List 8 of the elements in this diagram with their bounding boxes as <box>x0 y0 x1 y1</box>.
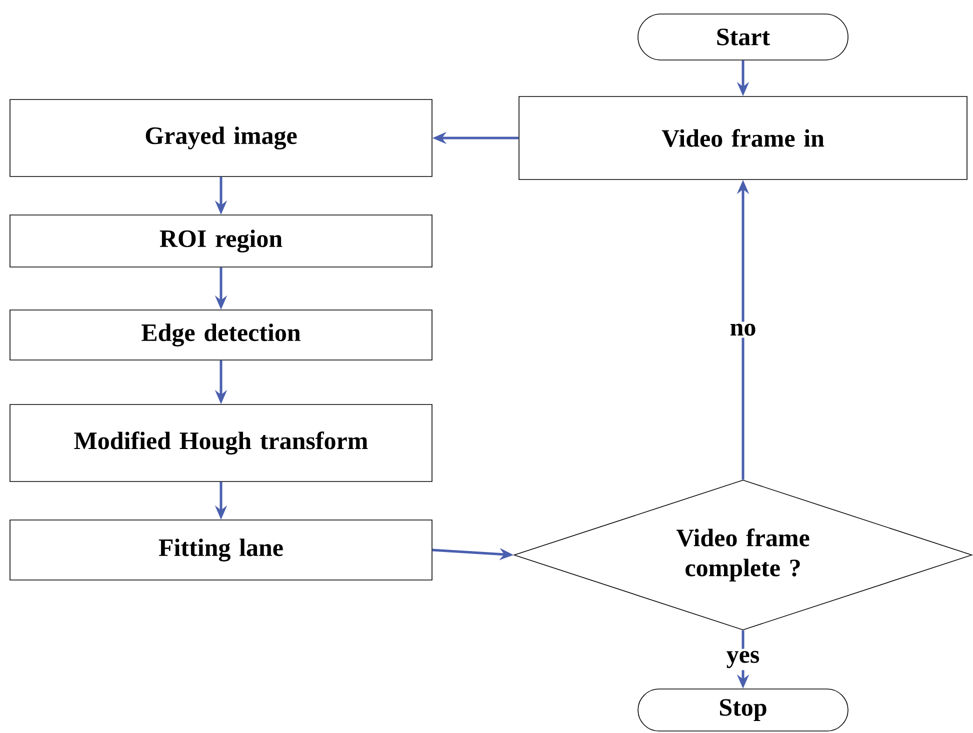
process-box: Video frame in <box>518 96 968 180</box>
process-box: Edge detection <box>10 310 432 360</box>
process-box: Fitting lane <box>10 520 432 580</box>
process-box: ROI region <box>10 214 432 268</box>
edge-label: yes <box>724 648 762 670</box>
process-box: Grayed image <box>10 99 432 177</box>
edge-label: no <box>728 322 758 338</box>
process-box: Modified Hough transform <box>10 404 432 482</box>
